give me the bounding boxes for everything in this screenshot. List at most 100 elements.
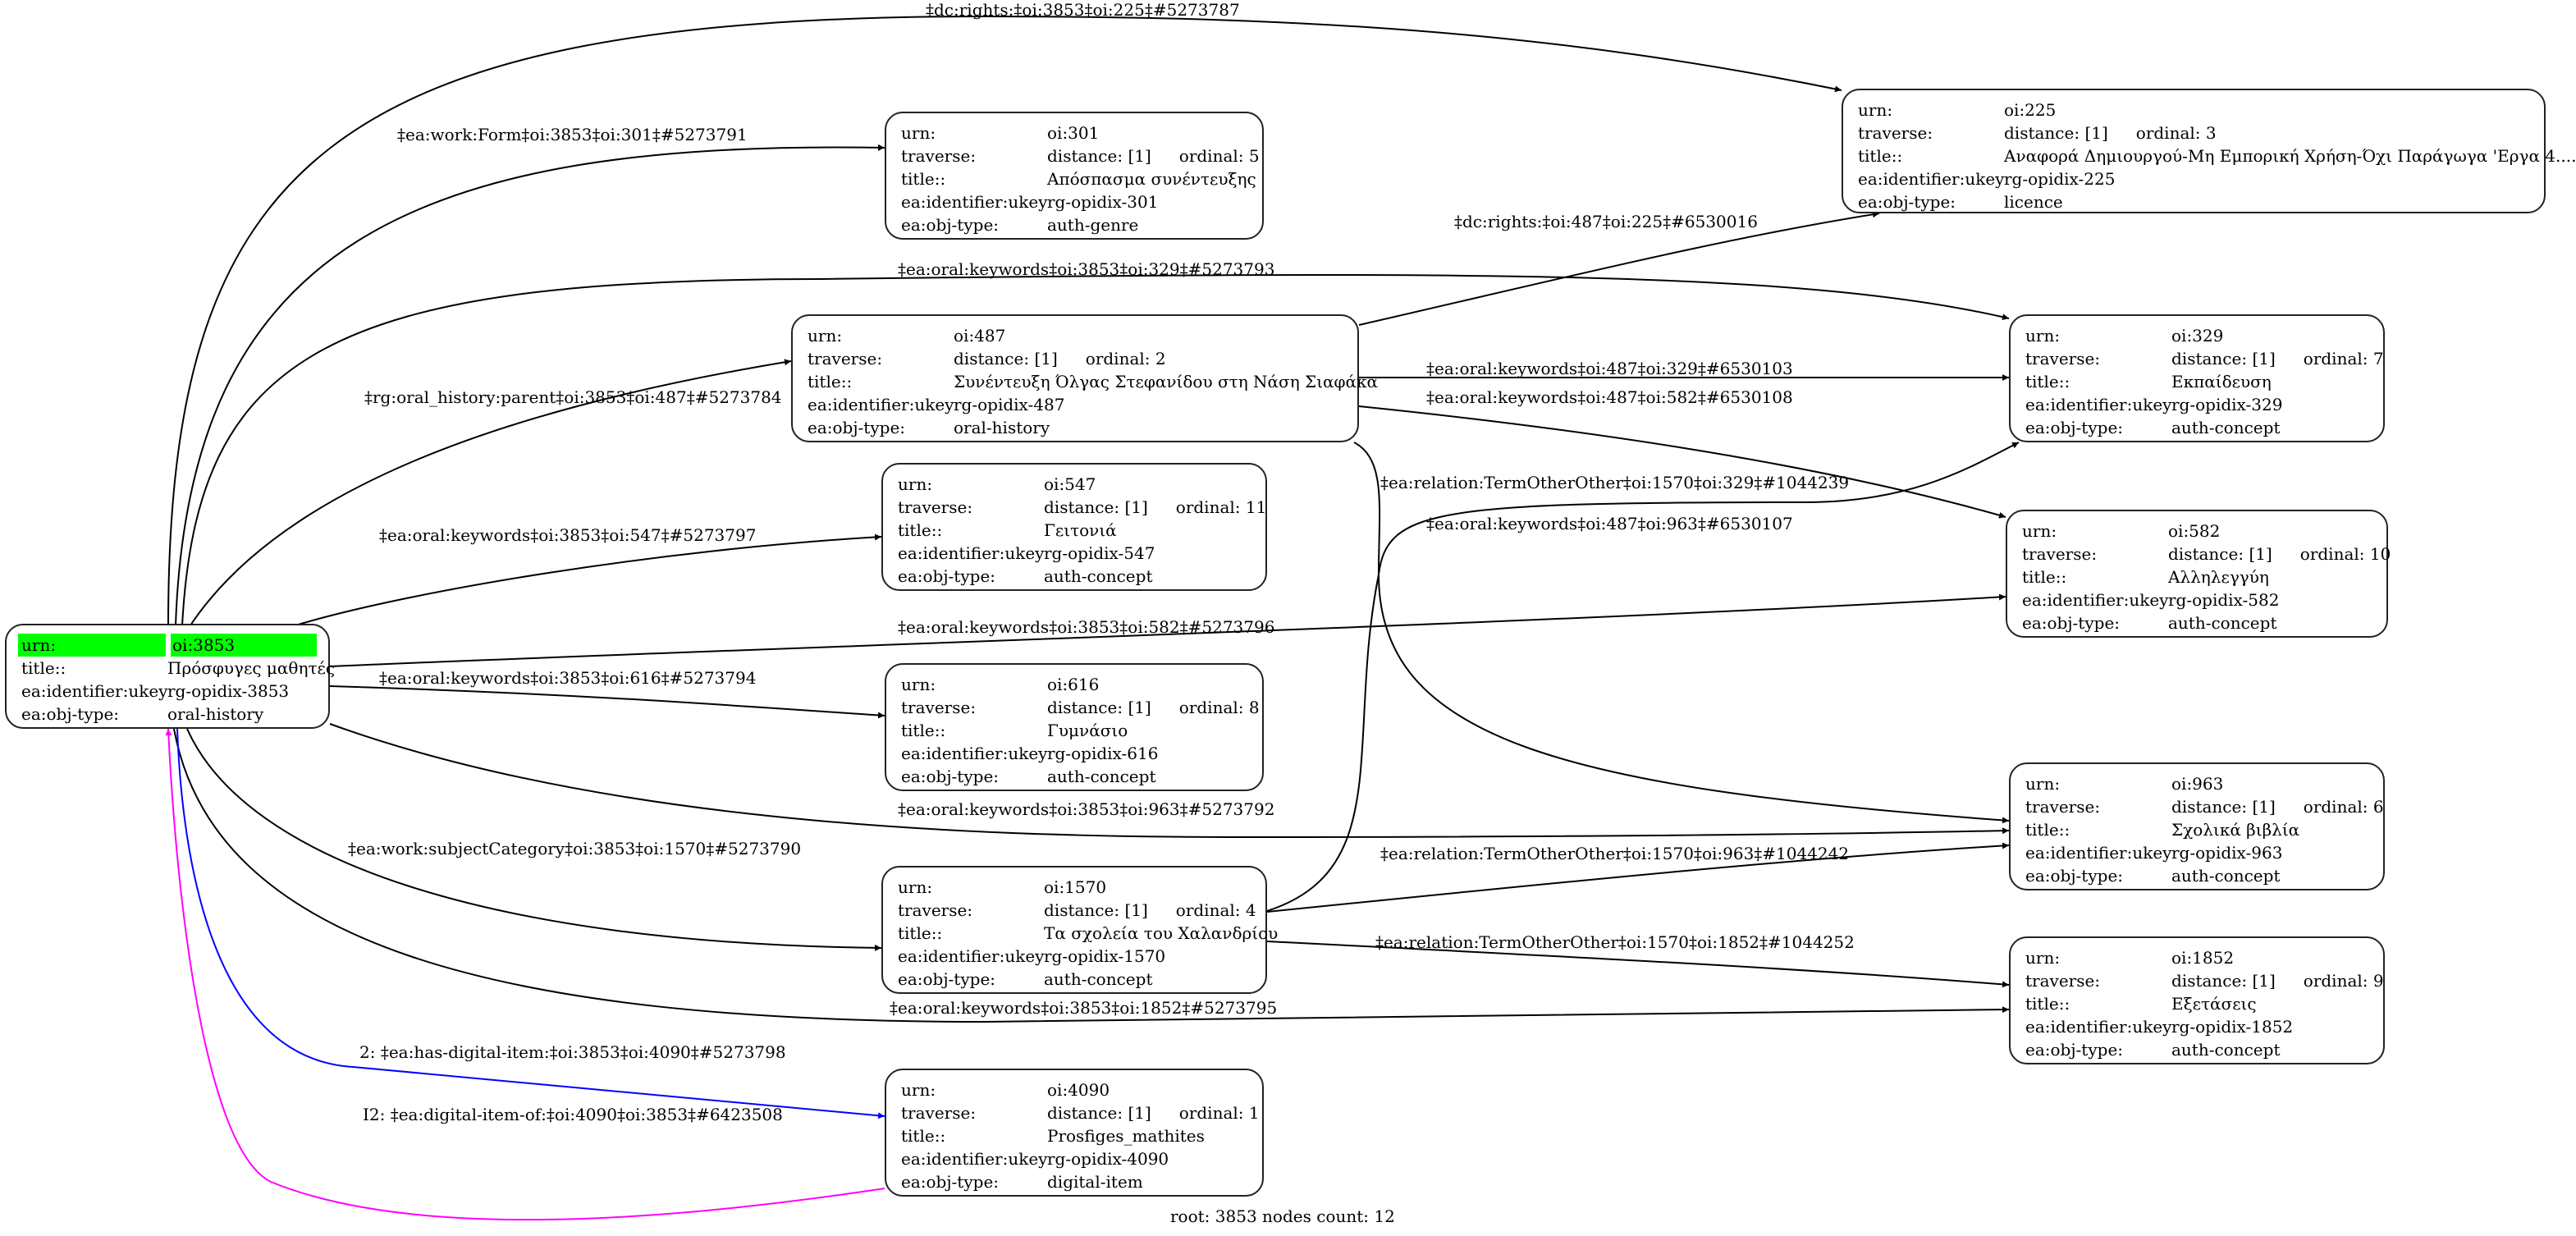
field-key: title:: xyxy=(898,520,943,540)
field-key: ea:obj-type: xyxy=(901,215,1000,235)
ordinal-value: ordinal: 2 xyxy=(1085,349,1166,369)
node-row-urn: urn:oi:1570 xyxy=(895,876,1254,899)
field-value: rg-opidix-3853 xyxy=(167,681,290,701)
field-key: title:: xyxy=(901,721,946,740)
node-row-traverse: traverse:distance: [1]ordinal: 5 xyxy=(898,144,1260,167)
field-key: urn: xyxy=(1858,100,1893,120)
field-value: oi:1852 xyxy=(2171,948,2235,968)
field-value: oi:1570 xyxy=(1044,877,1107,897)
field-key: traverse: xyxy=(901,698,977,717)
field-value: oi:616 xyxy=(1047,675,1100,694)
field-key: ea:obj-type: xyxy=(901,1172,1000,1192)
field-key: ea:identifier:ukey xyxy=(898,946,1045,966)
node-row-traverse: traverse:distance: [1]ordinal: 9 xyxy=(2022,969,2384,992)
distance-value: distance: [1] xyxy=(2171,971,2276,991)
field-value: rg-opidix-582 xyxy=(2168,590,2280,610)
field-value: distance: [1]ordinal: 4 xyxy=(1042,899,1256,922)
field-value: auth-concept xyxy=(2171,418,2281,437)
field-key: ea:identifier:ukey xyxy=(901,1149,1048,1169)
node-row-title: title::Αλληλεγγύη xyxy=(2019,565,2375,588)
node-row-traverse: traverse: distance: [1] ordinal: 7 xyxy=(2022,347,2384,370)
edge-label: ‡dc:rights:‡oi:3853‡oi:225‡#5273787 xyxy=(926,0,1240,20)
field-key: urn: xyxy=(901,675,936,694)
field-value: Συνέντευξη Όλγας Στεφανίδου στη Νάση Σια… xyxy=(954,372,1379,391)
ordinal-value: ordinal: 8 xyxy=(1178,698,1260,717)
field-value: rg-opidix-301 xyxy=(1047,192,1159,212)
field-key: ea:obj-type: xyxy=(898,566,996,586)
node-row-traverse: traverse:distance: [1]ordinal: 8 xyxy=(898,696,1260,719)
field-key: ea:obj-type: xyxy=(2022,613,2121,633)
field-value: oral-history xyxy=(954,418,1050,437)
field-value: oi:547 xyxy=(1044,474,1096,494)
field-value: auth-concept xyxy=(1047,767,1156,786)
field-key: urn: xyxy=(2022,521,2057,541)
field-value: auth-genre xyxy=(1047,215,1139,235)
field-key: ea:obj-type: xyxy=(1858,192,1956,212)
edge-3853-to-225 xyxy=(167,15,1842,626)
field-key: ea:obj-type: xyxy=(2025,1040,2124,1060)
distance-value: distance: [1] xyxy=(2171,349,2276,369)
field-value: rg-opidix-547 xyxy=(1044,543,1155,563)
field-value: auth-concept xyxy=(1044,969,1153,989)
node-row-type: ea:obj-type:auth-concept xyxy=(895,565,1254,588)
field-value: Εκπαίδευση xyxy=(2171,372,2272,391)
field-key: title:: xyxy=(901,1126,946,1146)
field-value: Γειτονιά xyxy=(1044,520,1117,540)
node-row-title: title::Συνέντευξη Όλγας Στεφανίδου στη Ν… xyxy=(804,370,1378,393)
field-value: Prosfiges_mathites xyxy=(1047,1126,1205,1146)
edge-label: ‡ea:relation:TermOtherOther‡oi:1570‡oi:3… xyxy=(1380,473,1850,492)
field-value: Πρόσφυγες μαθητές xyxy=(167,658,336,678)
edge-1570-to-329 xyxy=(1266,442,2020,912)
field-key: title:: xyxy=(1858,146,1903,166)
edge-label: ‡ea:relation:TermOtherOther‡oi:1570‡oi:9… xyxy=(1380,844,1850,863)
node-row-urn: urn: oi:963 xyxy=(2022,772,2372,795)
node-row-traverse: traverse:distance: [1]ordinal: 6 xyxy=(2022,795,2384,818)
field-value: oi:301 xyxy=(1047,123,1100,143)
distance-value: distance: [1] xyxy=(954,349,1058,369)
field-value: distance: [1]ordinal: 10 xyxy=(2166,542,2391,565)
distance-value: distance: [1] xyxy=(2171,797,2276,817)
field-key: ea:obj-type: xyxy=(2025,418,2124,437)
node-row-type: ea:obj-type: auth-concept xyxy=(898,765,1251,788)
ordinal-value: ordinal: 7 xyxy=(2303,349,2384,369)
edge-label: ‡ea:oral:keywords‡oi:3853‡oi:963‡#527379… xyxy=(898,799,1275,819)
field-value: distance: [1] ordinal: 2 xyxy=(952,347,1346,370)
distance-value: distance: [1] xyxy=(1047,1103,1151,1123)
node-row-title: title::Γυμνάσιο xyxy=(898,719,1251,742)
field-key: title:: xyxy=(2025,820,2070,840)
distance-value: distance: [1] xyxy=(1044,497,1148,517)
graph-node-616[interactable]: urn: oi:616 traverse:distance: [1]ordinal:… xyxy=(885,663,1264,791)
distance-value: distance: [1] xyxy=(2168,544,2272,564)
field-value: oi:4090 xyxy=(1047,1080,1110,1100)
node-row-type: ea:obj-type:auth-concept xyxy=(2019,611,2375,634)
field-value: digital-item xyxy=(1047,1172,1143,1192)
field-value: oi:963 xyxy=(2171,774,2224,794)
field-key: ea:obj-type: xyxy=(901,767,1000,786)
node-row-urn: urn:oi:547 xyxy=(895,473,1254,496)
field-value: distance: [1]ordinal: 3 xyxy=(2002,121,2533,144)
edge-3853-to-301 xyxy=(175,144,885,626)
field-value: oi:225 xyxy=(2004,100,2057,120)
ordinal-value: ordinal: 9 xyxy=(2303,971,2384,991)
edge-label: ‡ea:oral:keywords‡oi:3853‡oi:582‡#527379… xyxy=(898,617,1275,637)
distance-value: distance: [1] xyxy=(1047,146,1151,166)
field-key: urn: xyxy=(2025,774,2061,794)
field-key: urn: xyxy=(18,634,166,657)
node-row-urn: urn: oi:616 xyxy=(898,673,1251,696)
node-row-traverse: traverse:distance: [1]ordinal: 3 xyxy=(1855,121,2533,144)
field-key: traverse: xyxy=(2025,349,2101,369)
edge-3853-to-616 xyxy=(329,685,885,719)
